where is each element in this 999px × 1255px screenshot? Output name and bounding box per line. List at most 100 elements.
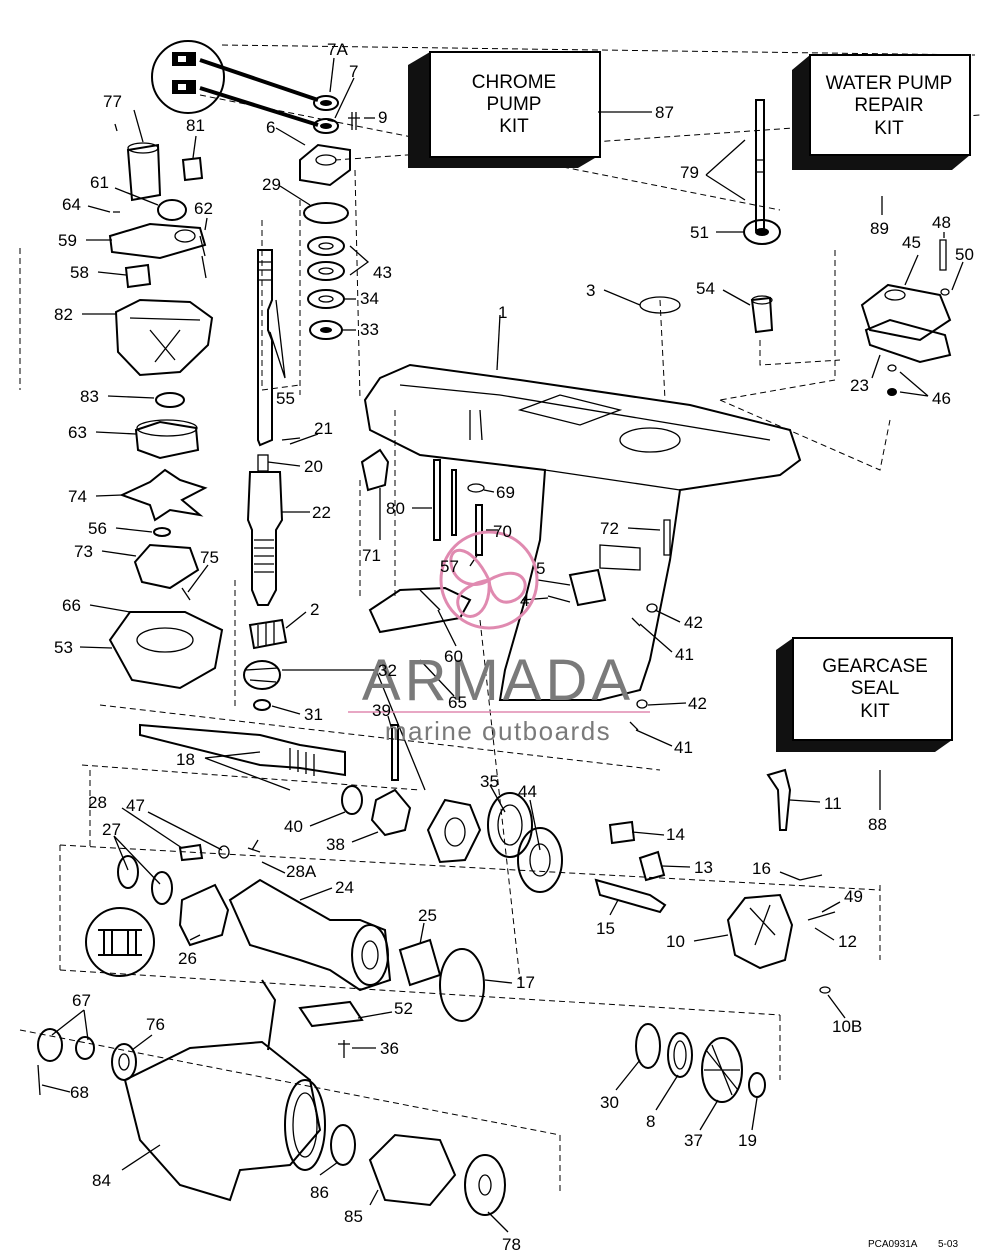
callout-82: 82 (54, 305, 73, 324)
callout-86: 86 (310, 1183, 329, 1202)
callout-73: 73 (74, 542, 93, 561)
callout-18: 18 (176, 750, 195, 769)
callout-61: 61 (90, 173, 109, 192)
callout-1: 1 (498, 303, 507, 322)
callout-38: 38 (326, 835, 345, 854)
callout-75: 75 (200, 548, 219, 567)
callout-78: 78 (502, 1235, 521, 1250)
callout-59: 59 (58, 231, 77, 250)
gearcase-seal-kit-line1: GEARCASE (822, 656, 928, 677)
callout-55: 55 (276, 389, 295, 408)
watermark-brand: ARMADA (362, 648, 634, 713)
callout-70: 70 (493, 522, 512, 541)
armada-watermark: ARMADA marine outboards (348, 530, 650, 746)
callout-84: 84 (92, 1171, 111, 1190)
callout-41a: 41 (675, 645, 694, 664)
callout-48: 48 (932, 213, 951, 232)
callout-53: 53 (54, 638, 73, 657)
callout-32: 32 (378, 661, 397, 680)
callout-10: 10 (666, 932, 685, 951)
callout-44: 44 (518, 782, 537, 801)
callout-62: 62 (194, 199, 213, 218)
callout-22: 22 (312, 503, 331, 522)
callout-5: 5 (536, 559, 545, 578)
callout-49: 49 (844, 887, 863, 906)
pinion-gear-group (243, 618, 288, 711)
water-pump-stack (108, 123, 224, 690)
callout-34: 34 (360, 289, 379, 308)
callout-66: 66 (62, 596, 81, 615)
callout-39: 39 (372, 701, 391, 720)
callout-77: 77 (103, 92, 122, 111)
callout-71: 71 (362, 546, 381, 565)
assembly-guide-lines (19, 44, 981, 1195)
chrome-pump-kit-line1: CHROME (472, 72, 556, 93)
callout-52: 52 (394, 999, 413, 1018)
chrome-pump-kit-line3: KIT (499, 116, 529, 137)
callout-76: 76 (146, 1015, 165, 1034)
callout-58: 58 (70, 263, 89, 282)
callout-87: 87 (655, 103, 674, 122)
callout-85: 85 (344, 1207, 363, 1226)
callout-21: 21 (314, 419, 333, 438)
callout-27: 27 (102, 820, 121, 839)
propeller-group (37, 979, 506, 1216)
callout-67: 67 (72, 991, 91, 1010)
callout-28a: 28A (286, 862, 317, 881)
leader-lines (41, 57, 964, 1233)
callout-11: 11 (824, 794, 842, 813)
callout-26: 26 (178, 949, 197, 968)
callout-80: 80 (386, 499, 405, 518)
callout-2: 2 (310, 600, 319, 619)
callout-12: 12 (838, 932, 857, 951)
callout-19: 19 (738, 1131, 757, 1150)
drive-shaft-assembly (246, 249, 301, 606)
callout-65: 65 (448, 693, 467, 712)
callout-25: 25 (418, 906, 437, 925)
callout-57: 57 (440, 557, 459, 576)
callout-23: 23 (850, 376, 869, 395)
callout-64: 64 (62, 195, 81, 214)
callout-68: 68 (70, 1083, 89, 1102)
callout-17: 17 (516, 973, 535, 992)
callout-74: 74 (68, 487, 87, 506)
callout-37: 37 (684, 1131, 703, 1150)
gearcase-seal-kit-line2: SEAL (851, 678, 900, 699)
callout-10b: 10B (832, 1017, 862, 1036)
callout-36: 36 (380, 1039, 399, 1058)
chrome-pump-kit-line2: PUMP (487, 94, 542, 115)
callout-41b: 41 (674, 738, 693, 757)
water-pump-kit-line3: KIT (874, 118, 904, 139)
reverse-gear-stack (635, 1023, 766, 1103)
callout-89: 89 (870, 219, 889, 238)
gearcase-housing (363, 363, 802, 701)
callout-15: 15 (596, 919, 615, 938)
callout-43: 43 (373, 263, 392, 282)
water-pump-kit-box: WATER PUMP REPAIR KIT (792, 54, 971, 170)
chrome-pump-kit-box: CHROME PUMP KIT (408, 51, 601, 168)
callout-60: 60 (444, 647, 463, 666)
callout-7: 7 (349, 62, 358, 81)
shift-linkage (594, 768, 836, 994)
callout-40: 40 (284, 817, 303, 836)
callout-47: 47 (126, 796, 145, 815)
callout-9: 9 (378, 108, 387, 127)
drawing-date: 5-03 (938, 1239, 958, 1250)
callout-7a: 7A (327, 40, 348, 59)
callout-72: 72 (600, 519, 619, 538)
callout-numbers: 7A 7 9 6 29 43 34 33 55 21 20 22 2 32 31… (54, 40, 974, 1254)
callout-24: 24 (335, 878, 354, 897)
callout-28: 28 (88, 793, 107, 812)
water-pump-kit-line2: REPAIR (854, 95, 923, 116)
callout-54: 54 (696, 279, 715, 298)
callout-51: 51 (690, 223, 709, 242)
callout-45: 45 (902, 233, 921, 252)
callout-4: 4 (520, 591, 529, 610)
watermark-tagline: marine outboards (385, 716, 611, 746)
callout-8: 8 (646, 1112, 655, 1131)
housing-fasteners (360, 448, 671, 731)
callout-88: 88 (868, 815, 887, 834)
callout-20: 20 (304, 457, 323, 476)
callout-42b: 42 (688, 694, 707, 713)
